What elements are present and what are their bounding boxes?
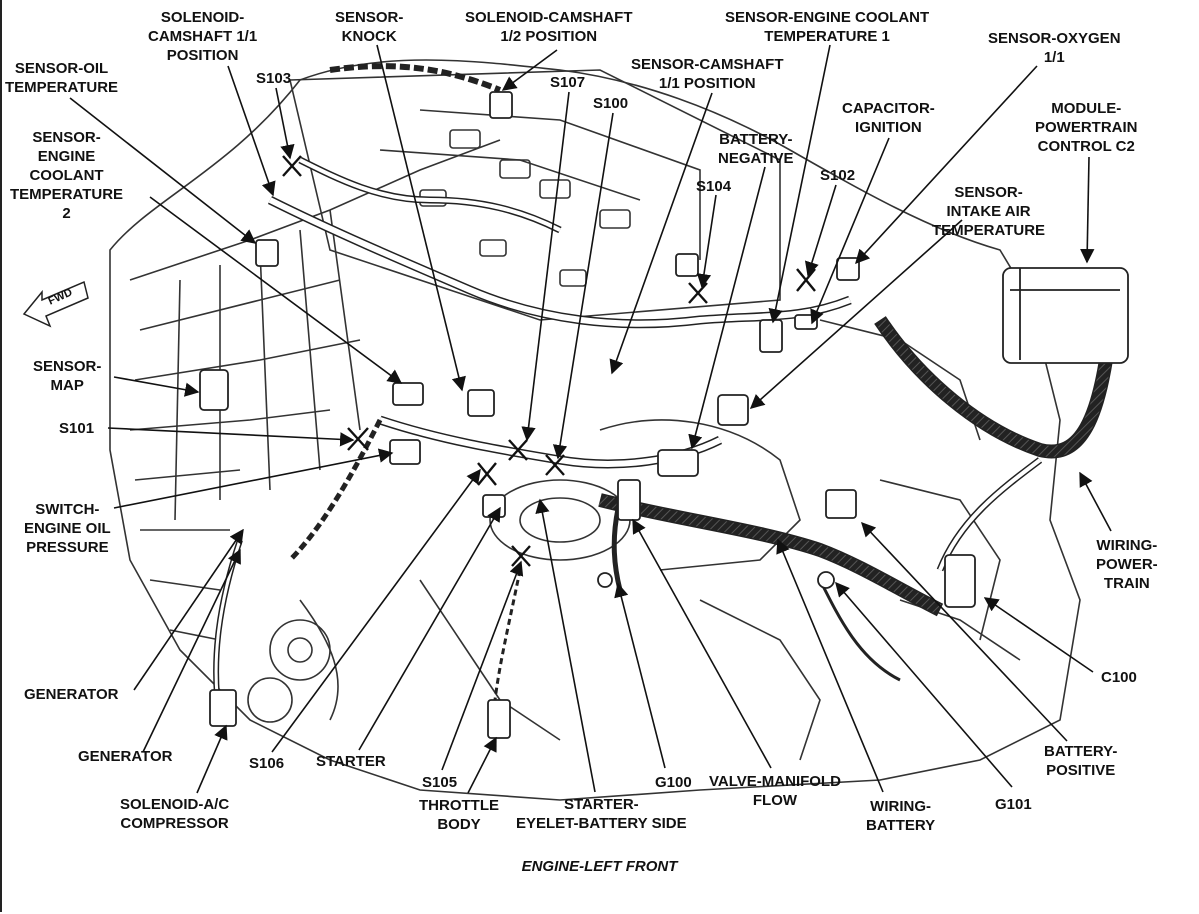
label-s105: S105 — [422, 774, 458, 791]
label-g101: G101 — [995, 796, 1032, 813]
label-solenoid-camshaft-1-2: SOLENOID-CAMSHAFT 1/2 POSITION — [465, 9, 633, 45]
label-sensor-oil-temperature: SENSOR-OIL TEMPERATURE — [5, 60, 119, 96]
map-sensor — [199, 369, 229, 411]
leader-lines — [69, 44, 1112, 794]
label-battery-positive: BATTERY- POSITIVE — [1044, 743, 1118, 779]
label-s107: S107 — [550, 74, 586, 91]
label-generator-1: GENERATOR — [24, 686, 119, 703]
diagram-caption: ENGINE-LEFT FRONT — [521, 858, 678, 875]
label-c100: C100 — [1101, 669, 1137, 686]
label-switch-oil-pressure: SWITCH- ENGINE OIL PRESSURE — [24, 501, 111, 556]
label-s103: S103 — [256, 70, 292, 87]
label-wiring-battery: WIRING- BATTERY — [866, 798, 936, 834]
label-s102: S102 — [820, 167, 856, 184]
label-module-pcm: MODULE- POWERTRAIN CONTROL C2 — [1035, 100, 1138, 155]
label-solenoid-ac-compressor: SOLENOID-A/C COMPRESSOR — [120, 796, 230, 832]
pcm-module — [1002, 267, 1129, 364]
label-sensor-knock: SENSOR- KNOCK — [335, 9, 404, 45]
label-wiring-powertrain: WIRING- POWER- TRAIN — [1096, 537, 1158, 592]
label-sensor-ect-1: SENSOR-ENGINE COOLANT TEMPERATURE 1 — [725, 9, 930, 45]
fwd-arrow — [22, 280, 89, 328]
label-battery-negative: BATTERY- NEGATIVE — [718, 131, 794, 167]
label-s100: S100 — [593, 95, 629, 112]
label-sensor-map: SENSOR- MAP — [33, 358, 102, 394]
label-starter: STARTER — [316, 753, 386, 770]
label-s106: S106 — [249, 755, 285, 772]
label-starter-eyelet: STARTER- EYELET-BATTERY SIDE — [516, 796, 687, 832]
label-generator-2: GENERATOR — [78, 748, 173, 765]
label-capacitor-ignition: CAPACITOR- IGNITION — [842, 100, 935, 136]
label-sensor-iat: SENSOR- INTAKE AIR TEMPERATURE — [932, 184, 1046, 239]
label-s101: S101 — [59, 420, 95, 437]
components — [199, 91, 1129, 739]
label-g100: G100 — [655, 774, 692, 791]
label-throttle-body: THROTTLE BODY — [419, 797, 499, 833]
label-sensor-camshaft-1-1: SENSOR-CAMSHAFT 1/1 POSITION — [631, 56, 784, 92]
label-s104: S104 — [696, 178, 732, 195]
label-sensor-ect-2: SENSOR- ENGINE COOLANT TEMPERATURE 2 — [10, 129, 124, 222]
label-sensor-oxygen: SENSOR-OXYGEN 1/1 — [988, 30, 1121, 66]
label-valve-manifold-flow: VALVE-MANIFOLD FLOW — [709, 773, 841, 809]
label-solenoid-camshaft-1-1: SOLENOID- CAMSHAFT 1/1 POSITION — [148, 9, 258, 64]
